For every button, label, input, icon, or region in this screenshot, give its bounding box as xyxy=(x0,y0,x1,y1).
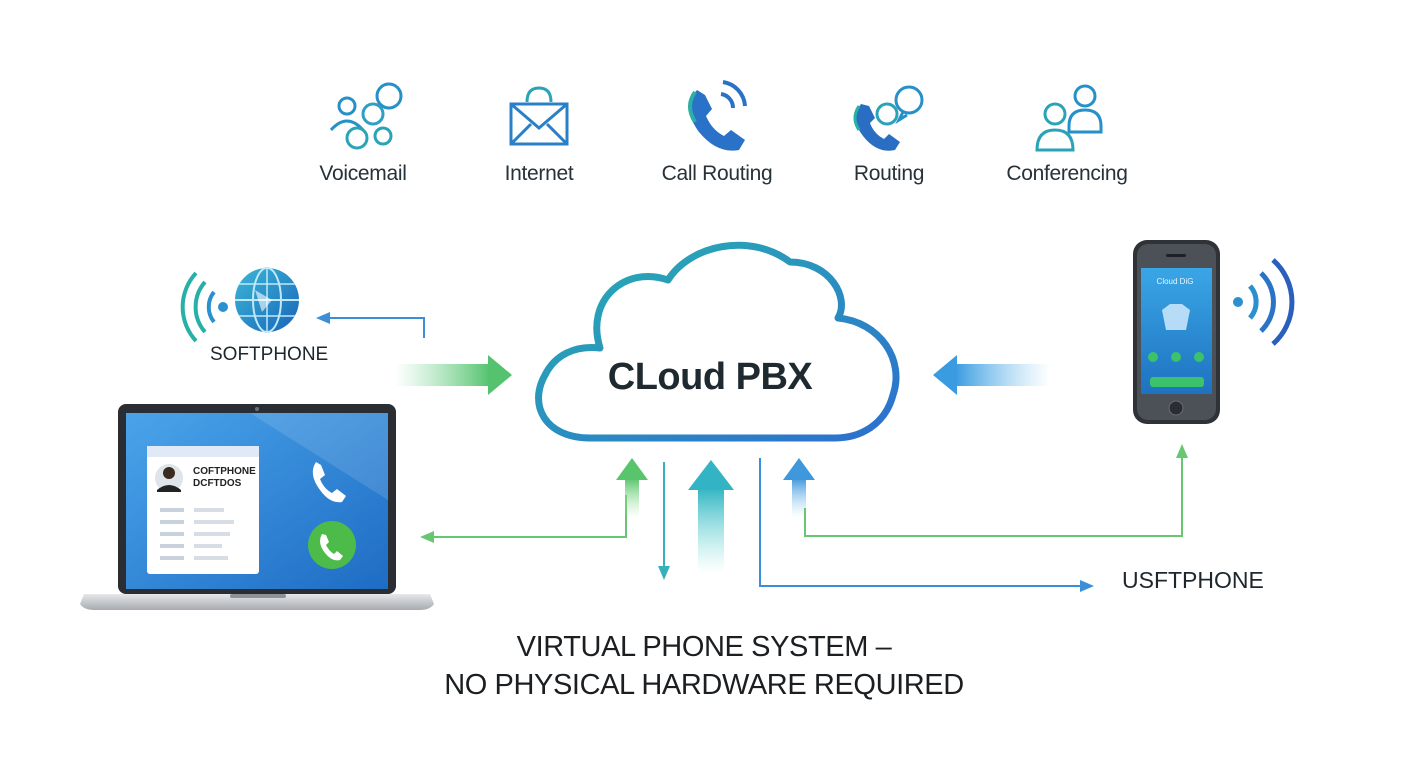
uplink-arrow-center xyxy=(688,460,734,573)
tagline-line2: NO PHYSICAL HARDWARE REQUIRED xyxy=(444,669,964,701)
contact-card-name: COFTPHONE xyxy=(193,466,256,477)
cloud-pbx-label: CLoud PBX xyxy=(607,356,813,398)
feature-voicemail: Voicemail xyxy=(278,80,448,186)
softphone-connector xyxy=(328,317,425,338)
laptop-call-button-icon[interactable] xyxy=(308,521,356,569)
usftphone-label: USFTPHONE xyxy=(1122,567,1264,593)
laptop-phone-handset-icon xyxy=(312,462,346,503)
cloud-shape xyxy=(535,241,900,442)
mobile-connector xyxy=(804,456,1183,537)
mobile-signal-icon xyxy=(1233,258,1295,346)
feature-label: Voicemail xyxy=(319,162,407,185)
softphone-label: SOFTPHONE xyxy=(210,344,329,365)
arrow-laptop-to-cloud xyxy=(395,355,512,395)
feature-label: Internet xyxy=(504,162,574,185)
feature-conferencing: Conferencing xyxy=(982,80,1152,186)
feature-label: Conferencing xyxy=(1006,162,1128,185)
uplink-arrow-right xyxy=(783,458,815,518)
uplink-arrow-left xyxy=(616,458,648,518)
feature-routing: Routing xyxy=(804,80,974,186)
feature-label: Routing xyxy=(853,162,925,185)
phone-handset-icon xyxy=(688,80,747,151)
mobile-device xyxy=(1133,240,1220,424)
tagline: VIRTUAL PHONE SYSTEM – NO PHYSICAL HARDW… xyxy=(404,628,1004,704)
contact-card-subtitle: DCFTDOS xyxy=(193,478,242,489)
tagline-line1: VIRTUAL PHONE SYSTEM – xyxy=(516,631,892,663)
feature-internet: Internet xyxy=(454,80,624,186)
softphone-globe-icon xyxy=(180,267,299,343)
phone-chat-icon xyxy=(853,85,924,151)
mobile-screen-title: Cloud DiG xyxy=(1156,277,1194,286)
arrow-mobile-to-cloud xyxy=(933,355,1050,395)
laptop-device xyxy=(80,404,434,610)
envelope-icon xyxy=(509,86,569,146)
feature-label: Call Routing xyxy=(661,162,773,185)
users-icon xyxy=(1035,84,1103,152)
feature-call-routing: Call Routing xyxy=(632,76,802,186)
chat-bubbles-users-icon xyxy=(329,82,403,150)
laptop-connector xyxy=(432,495,627,538)
usftphone-connector xyxy=(759,458,1082,587)
